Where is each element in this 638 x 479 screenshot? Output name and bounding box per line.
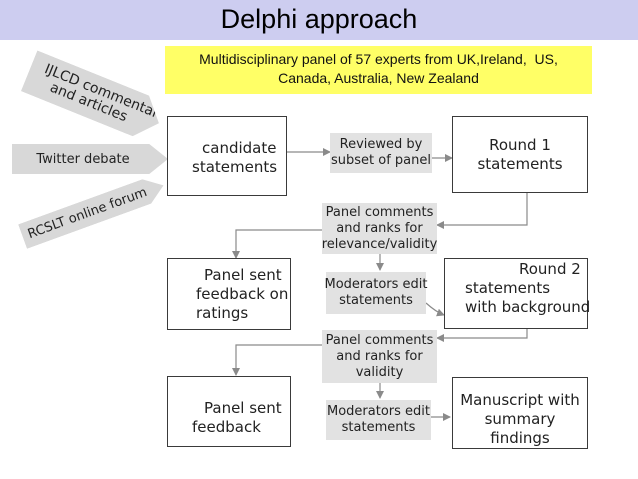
arrow-comments-to-feedback [232,229,322,259]
round1-line-2: statements [477,155,563,173]
arrow-moderators-to-round2 [425,302,445,317]
manuscript-line-3: findings [490,429,550,447]
reviewed-line-1: Reviewed by [339,137,423,152]
feedback-line-1: Panel sent [204,399,282,417]
feedback-ratings-line-3: ratings [196,304,249,322]
note-line-1: Multidisciplinary panel of 57 experts fr… [199,51,558,67]
manuscript-summary-box: Manuscript with summary findings [452,377,588,449]
panel-comments-validity-box: Panel comments and ranks for validity [322,330,437,383]
reviewed-by-subset-box: Reviewed by subset of panel [330,133,432,173]
panel-description-note: Multidisciplinary panel of 57 experts fr… [165,46,592,94]
candidate-line-2: statements [192,158,278,176]
round1-statements-box: Round 1 statements [452,116,588,193]
round2-line-2: statements [465,279,551,297]
candidate-statements-box: candidate statements [167,116,287,196]
title-bar [0,0,638,40]
round2-line-3: with background [465,298,591,316]
moderators1-line-2: statements [339,293,413,308]
feedback-ratings-line-2: feedback on [196,285,289,303]
comments1-line-1: Panel comments [325,204,434,220]
candidate-line-1: candidate [202,139,277,157]
comments2-line-2: and ranks for [336,348,423,364]
moderators-edit-box-2: Moderators edit statements [326,400,431,440]
feedback-line-2: feedback [192,418,261,436]
moderators-edit-box-1: Moderators edit statements [324,272,428,314]
source-twitter-arrow: Twitter debate [12,144,168,174]
moderators1-line-1: Moderators edit [324,277,428,292]
twitter-label: Twitter debate [36,151,130,167]
arrow-comments2-to-feedback [232,344,322,376]
comments2-line-1: Panel comments [325,332,434,348]
manuscript-line-1: Manuscript with [460,391,580,409]
manuscript-line-2: summary [484,410,556,428]
comments1-line-3: relevance/validity [321,236,438,252]
feedback-ratings-line-1: Panel sent [204,266,282,284]
round1-line-1: Round 1 [489,136,551,154]
slide-title: Delphi approach [220,4,418,34]
feedback-on-ratings-box: Panel sent feedback on ratings [167,258,291,330]
round2-line-1: Round 2 [519,260,581,278]
comments2-line-3: validity [355,364,404,380]
panel-comments-relevance-box: Panel comments and ranks for relevance/v… [322,203,437,254]
comments1-line-2: and ranks for [336,220,423,236]
moderators2-line-2: statements [341,420,416,435]
reviewed-line-2: subset of panel [331,153,431,168]
round2-statements-box: Round 2 statements with background [444,258,591,329]
moderators2-line-1: Moderators edit [327,404,430,419]
arrow-round2-to-comments2 [436,329,528,342]
arrow-round1-to-comments [436,193,528,229]
note-line-2: Canada, Australia, New Zealand [278,70,479,86]
panel-sent-feedback-box: Panel sent feedback [167,376,291,447]
